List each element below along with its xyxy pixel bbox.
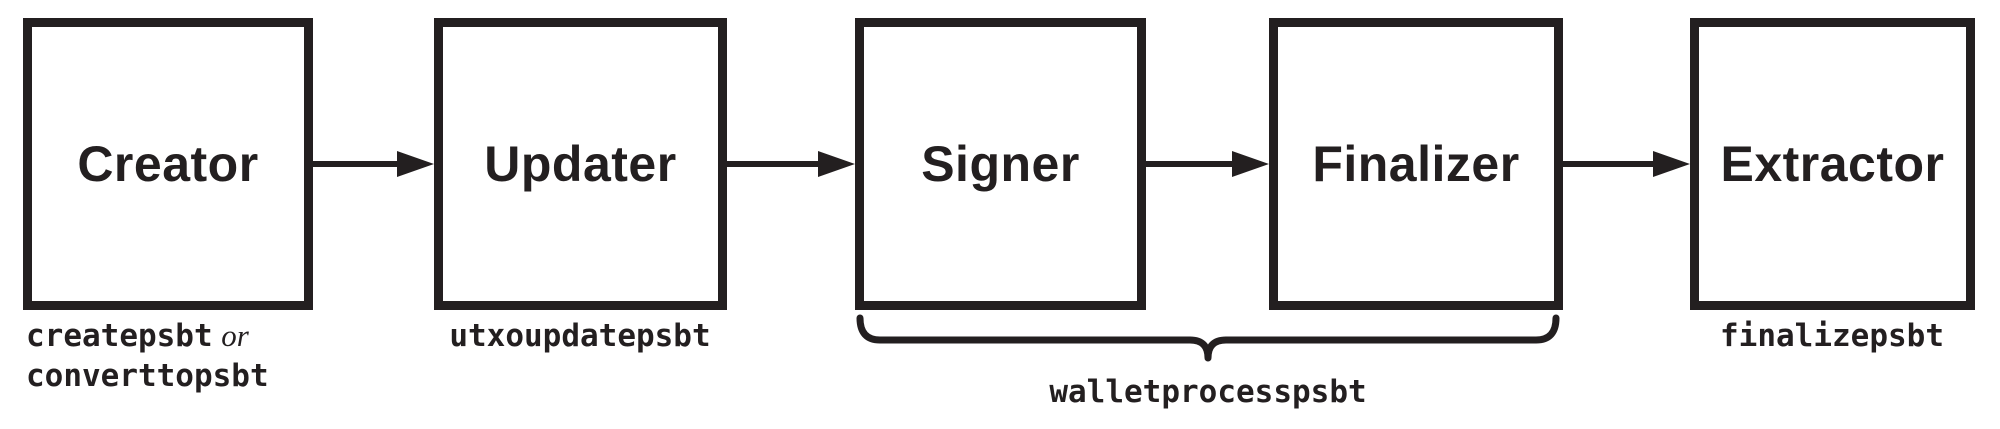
updater-caption: utxoupdatepsbt: [380, 316, 780, 356]
creator-caption: createpsbt or converttopsbt: [26, 316, 269, 396]
creator-caption-line1: createpsbt or: [26, 316, 269, 356]
extractor-box-label: Extractor: [1720, 136, 1945, 192]
arrow-finalizer-to-extractor-icon: [1563, 151, 1690, 177]
arrow-signer-to-finalizer-icon: [1146, 151, 1269, 177]
underbrace-signer-finalizer-icon: [856, 314, 1560, 362]
creator-box: Creator: [23, 18, 313, 310]
converttopsbt-command: converttopsbt: [26, 358, 269, 394]
signer-box: Signer: [855, 18, 1146, 310]
arrow-updater-to-signer-icon: [727, 151, 855, 177]
extractor-box: Extractor: [1690, 18, 1975, 310]
extractor-caption: finalizepsbt: [1632, 316, 2000, 356]
finalizepsbt-command: finalizepsbt: [1720, 318, 1944, 354]
walletprocesspsbt-command: walletprocesspsbt: [1049, 374, 1367, 410]
finalizer-box-label: Finalizer: [1312, 136, 1520, 192]
or-conjunction: or: [221, 318, 249, 353]
walletprocesspsbt-caption: walletprocesspsbt: [908, 372, 1508, 412]
utxoupdatepsbt-command: utxoupdatepsbt: [449, 318, 711, 354]
updater-box-label: Updater: [484, 136, 677, 192]
finalizer-box: Finalizer: [1269, 18, 1563, 310]
createpsbt-command: createpsbt: [26, 318, 213, 354]
updater-box: Updater: [434, 18, 727, 310]
arrow-creator-to-updater-icon: [313, 151, 434, 177]
creator-box-label: Creator: [77, 136, 259, 192]
creator-caption-line2: converttopsbt: [26, 356, 269, 396]
signer-box-label: Signer: [921, 136, 1080, 192]
